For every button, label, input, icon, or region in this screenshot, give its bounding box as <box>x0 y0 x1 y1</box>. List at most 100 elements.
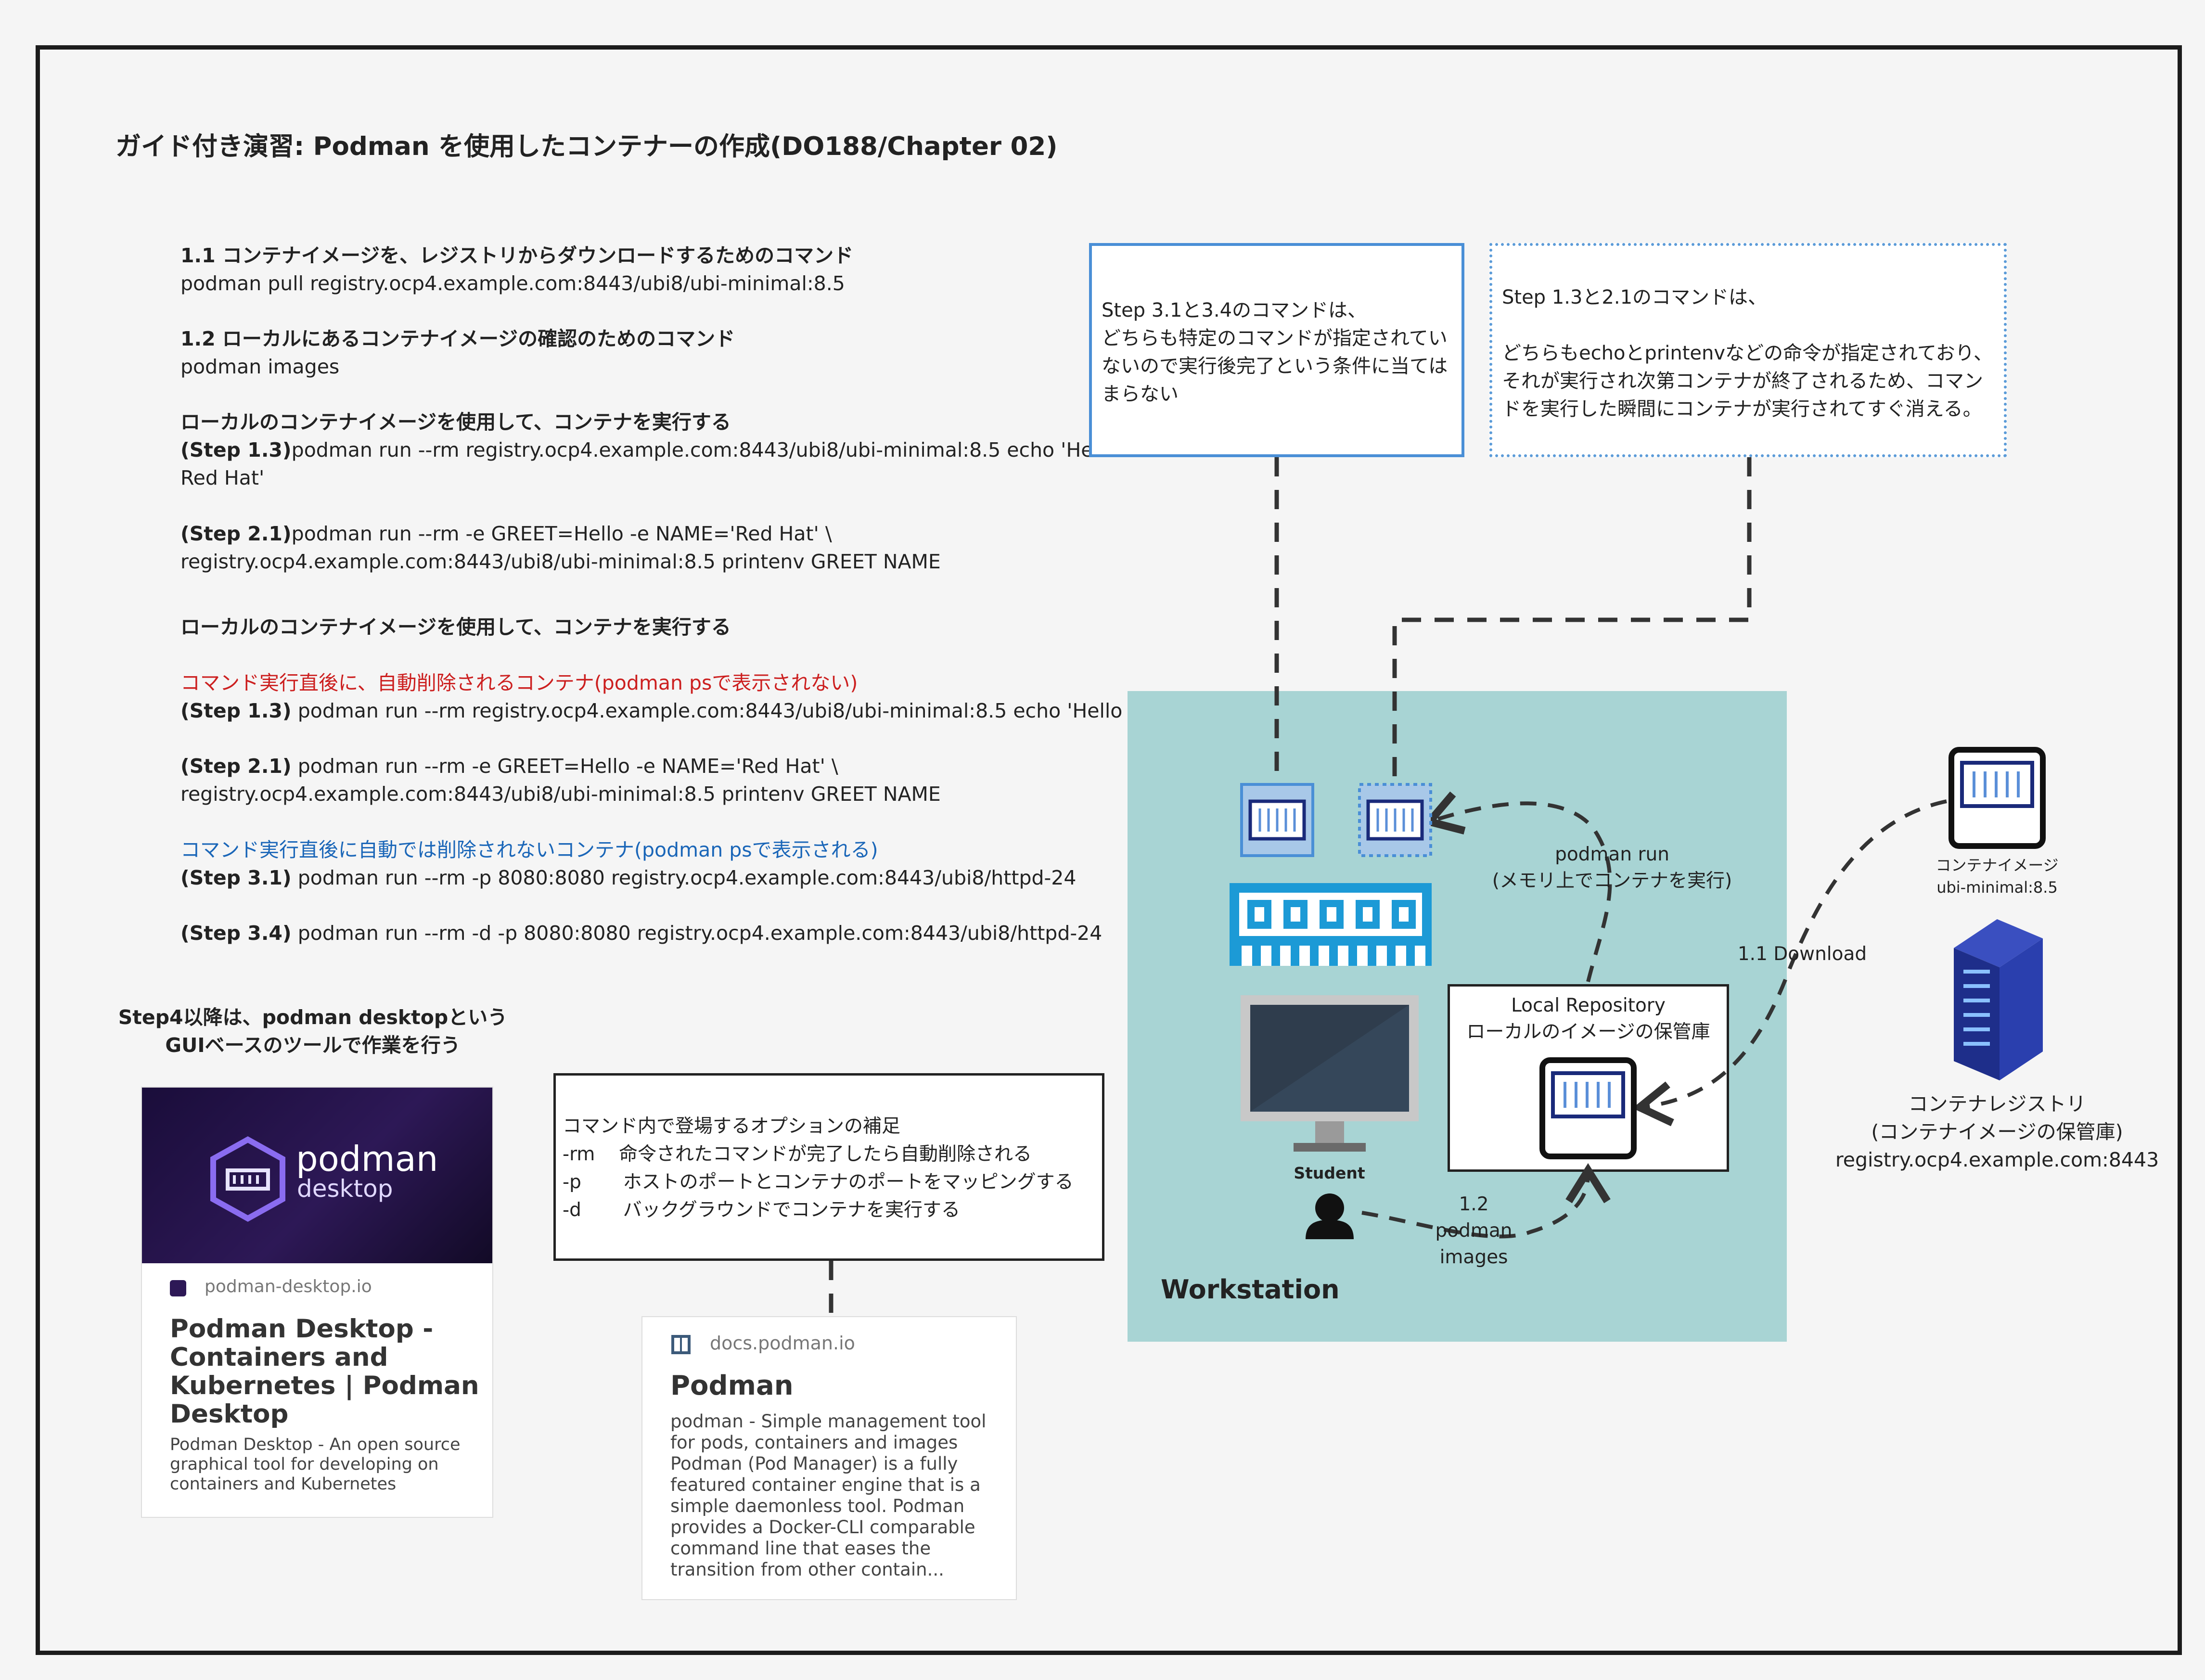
card1-title-line: Containers and <box>170 1343 388 1372</box>
step-2-1-command: podman run --rm -e GREET=Hello -e NAME='… <box>291 522 832 545</box>
step-1-3-command: podman run --rm registry.ocp4.example.co… <box>291 438 1116 462</box>
note-step-3: Step 3.1と3.4のコマンドは、 どちらも特定のコマンドが指定されてい な… <box>1089 243 1464 457</box>
local-repo-line: Local Repository <box>1511 995 1666 1016</box>
registry-line: registry.ocp4.example.com:8443 <box>1835 1148 2159 1171</box>
card1-title-line: Podman Desktop - <box>170 1314 434 1344</box>
registry-image-line: ubi-minimal:8.5 <box>1936 878 2058 897</box>
podman-run-line: podman run <box>1555 844 1669 865</box>
step-3-1-command: podman run --rm -p 8080:8080 registry.oc… <box>291 866 1077 889</box>
registry-image-label: コンテナイメージ ubi-minimal:8.5 <box>1906 854 2089 898</box>
container-solid-icon <box>1240 783 1314 857</box>
registry-image-line: コンテナイメージ <box>1936 856 2059 874</box>
step-1-2-heading: 1.2 ローカルにあるコンテナイメージの確認のためのコマンド <box>180 327 735 350</box>
step-1-1-heading: 1.1 コンテナイメージを、レジストリからダウンロードするためのコマンド <box>180 244 854 267</box>
registry-line: (コンテナイメージの保管庫) <box>1871 1120 2123 1143</box>
note-step-1-2-line: Step 1.3と2.1のコマンドは、 <box>1502 286 1768 308</box>
card2-desc-line: for pods, containers and images <box>670 1432 958 1453</box>
container-registry-label: コンテナレジストリ (コンテナイメージの保管庫) registry.ocp4.e… <box>1833 1090 2161 1174</box>
student-label: Student <box>1294 1164 1365 1182</box>
step4-caption: Step4以降は、podman desktopという GUIベースのツールで作業… <box>106 1003 520 1059</box>
step-1-2-command: podman images <box>180 355 340 378</box>
board-frame <box>36 45 2182 1655</box>
card1-description: Podman Desktop - An open source graphica… <box>170 1435 461 1494</box>
b-step-1-3-command: podman run --rm registry.ocp4.example.co… <box>291 699 1213 722</box>
auto-delete-heading: コマンド実行直後に、自動削除されるコンテナ(podman psで表示されない) <box>180 671 858 694</box>
run-block-1: ローカルのコンテナイメージを使用して、コンテナを実行する (Step 1.3)p… <box>180 408 1116 492</box>
note-step-3-line: Step 3.1と3.4のコマンドは、 <box>1102 299 1367 321</box>
card2-domain[interactable]: docs.podman.io <box>710 1333 855 1354</box>
workstation-label: Workstation <box>1161 1274 1340 1305</box>
step-2-1-command-cont: registry.ocp4.example.com:8443/ubi8/ubi-… <box>180 550 941 573</box>
card2-desc-line: provides a Docker-CLI comparable <box>670 1517 975 1538</box>
auto-delete-block: コマンド実行直後に、自動削除されるコンテナ(podman psで表示されない) … <box>180 669 1213 725</box>
docs-favicon-icon <box>671 1335 691 1354</box>
registry-line: コンテナレジストリ <box>1908 1092 2086 1116</box>
podman-images-line: 1.2 <box>1459 1193 1489 1215</box>
card1-title-line: Desktop <box>170 1399 289 1429</box>
option-rm: -rm 命令されたコマンドが完了したら自動削除される <box>563 1143 1032 1165</box>
card2-desc-line: simple daemonless tool. Podman <box>670 1496 965 1516</box>
step4-line: GUIベースのツールで作業を行う <box>165 1034 461 1057</box>
podman-images-label: 1.2 podman images <box>1424 1191 1523 1270</box>
card2-desc-line: transition from other contain... <box>670 1559 944 1580</box>
podman-logo-icon <box>210 1136 285 1222</box>
card2-desc-line: featured container engine that is a <box>670 1475 981 1495</box>
server-rack-icon <box>1954 919 2043 1080</box>
arrow-download <box>1632 799 1947 1127</box>
podman-images-line: podman <box>1435 1220 1513 1242</box>
link-card-docs-podman[interactable]: docs.podman.io Podman podman - Simple ma… <box>641 1316 1017 1600</box>
step-1-3-command-cont: Red Hat' <box>180 466 265 489</box>
podman-run-line: (メモリ上でコンテナを実行) <box>1492 870 1732 892</box>
container-dotted-icon <box>1358 783 1432 857</box>
student-person-icon <box>1306 1193 1354 1239</box>
step4-line: Step4以降は、podman desktopという <box>118 1006 508 1029</box>
options-title: コマンド内で登場するオプションの補足 <box>563 1116 901 1137</box>
card2-title[interactable]: Podman <box>670 1370 794 1401</box>
no-delete-heading: コマンド実行直後に自動では削除されないコンテナ(podman psで表示される) <box>180 838 878 861</box>
card2-description: podman - Simple management tool for pods… <box>670 1411 986 1580</box>
logo-word-podman: podman <box>296 1139 438 1179</box>
no-delete-block: コマンド実行直後に自動では削除されないコンテナ(podman psで表示される)… <box>180 836 1076 892</box>
b-step-2-1-command-cont: registry.ocp4.example.com:8443/ubi8/ubi-… <box>180 782 941 806</box>
arrow-podman-run <box>1422 791 1612 982</box>
note-step-1-2-line: それが実行され次第コンテナが終了されるため、コマン <box>1502 370 1983 392</box>
link-card-podman-desktop[interactable]: podman desktop podman-desktop.io Podman … <box>141 1087 493 1518</box>
page-title: ガイド付き演習: Podman を使用したコンテナーの作成(DO188/Chap… <box>115 132 1058 161</box>
local-repo-title: Local Repository ローカルのイメージの保管庫 <box>1448 992 1729 1045</box>
options-note: コマンド内で登場するオプションの補足 -rm 命令されたコマンドが完了したら自動削… <box>553 1073 1104 1261</box>
note-step-1-2: Step 1.3と2.1のコマンドは、 どちらもechoとprintenvなどの… <box>1489 243 2007 457</box>
card1-title[interactable]: Podman Desktop - Containers and Kubernet… <box>170 1315 479 1428</box>
registry-image-icon <box>1949 747 2046 849</box>
step-2-1-tag: (Step 2.1) <box>180 522 292 545</box>
step-1-1-block: 1.1 コンテナイメージを、レジストリからダウンロードするためのコマンド pod… <box>180 242 853 297</box>
podman-desktop-banner: podman desktop <box>142 1088 492 1263</box>
note-step-1-2-line: ドを実行した瞬間にコンテナが実行されてすぐ消える。 <box>1502 398 1982 420</box>
note-step-3-line: まらない <box>1102 383 1179 405</box>
step-1-2-block: 1.2 ローカルにあるコンテナイメージの確認のためのコマンド podman im… <box>180 325 735 381</box>
card2-desc-line: podman - Simple management tool <box>670 1411 987 1432</box>
local-image-icon <box>1539 1057 1637 1159</box>
card1-title-line: Kubernetes | Podman <box>170 1371 479 1400</box>
podman-run-label: podman run (メモリ上でコンテナを実行) <box>1473 841 1752 894</box>
card1-desc-line: Podman Desktop - An open source <box>170 1435 461 1454</box>
b-step-2-1-command: podman run --rm -e GREET=Hello -e NAME='… <box>291 755 838 778</box>
monitor-icon <box>1241 995 1419 1152</box>
b-step-1-3-tag: (Step 1.3) <box>180 699 292 722</box>
b-step-2-1-block: (Step 2.1) podman run --rm -e GREET=Hell… <box>180 752 941 808</box>
card1-domain[interactable]: podman-desktop.io <box>205 1277 372 1296</box>
note-step-1-2-line: どちらもechoとprintenvなどの命令が指定されており、 <box>1502 342 1993 364</box>
b-step-2-1-tag: (Step 2.1) <box>180 755 292 778</box>
run-heading-2: ローカルのコンテナイメージを使用して、コンテナを実行する <box>180 616 731 639</box>
option-p: -p ホストのポートとコンテナのポートをマッピングする <box>563 1171 1074 1193</box>
option-d: -d バックグラウンドでコンテナを実行する <box>563 1199 961 1221</box>
arrow-podman-images <box>1361 1163 1611 1239</box>
step-3-1-tag: (Step 3.1) <box>180 866 292 889</box>
card2-desc-line: command line that eases the <box>670 1538 931 1559</box>
run-heading-2-wrap: ローカルのコンテナイメージを使用して、コンテナを実行する <box>180 613 731 641</box>
note-step-3-line: どちらも特定のコマンドが指定されてい <box>1102 327 1448 349</box>
favicon-icon <box>170 1280 186 1296</box>
run-heading-1: ローカルのコンテナイメージを使用して、コンテナを実行する <box>180 410 731 434</box>
memory-icon <box>1230 883 1432 966</box>
step-1-3-tag: (Step 1.3) <box>180 438 292 462</box>
